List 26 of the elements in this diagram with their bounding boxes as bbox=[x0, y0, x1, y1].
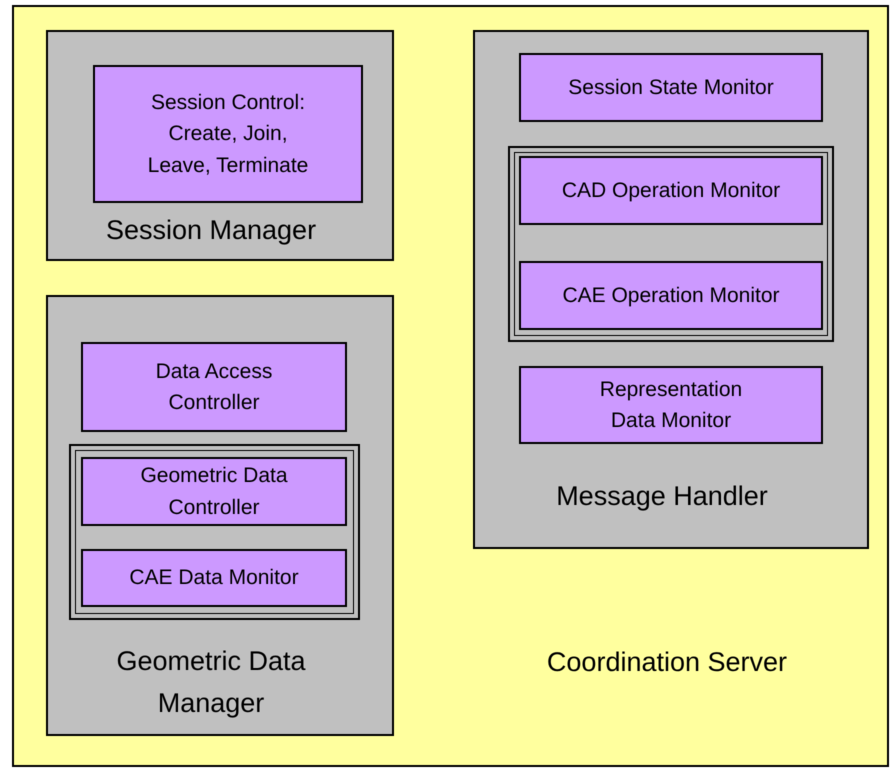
component-box bbox=[81, 457, 347, 526]
group-frame bbox=[69, 444, 360, 620]
module-title: Geometric Data Manager bbox=[115, 645, 307, 720]
component-box bbox=[93, 65, 363, 203]
component-label: Session Control: Create, Join, Leave, Terminate bbox=[146, 90, 310, 179]
component-label: Geometric Data Controller bbox=[139, 463, 289, 520]
component-label: Session State Monitor bbox=[568, 74, 774, 101]
module-panel bbox=[46, 30, 394, 261]
module-panel bbox=[46, 295, 394, 736]
component-label: Representation Data Monitor bbox=[598, 376, 744, 434]
component-label: CAD Operation Monitor bbox=[562, 178, 780, 204]
module-title: Coordination Server bbox=[546, 646, 788, 679]
group-frame bbox=[508, 146, 834, 342]
component-box bbox=[519, 261, 823, 330]
module-title: Session Manager bbox=[104, 214, 318, 247]
component-label: CAE Data Monitor bbox=[129, 565, 299, 592]
component-box bbox=[519, 366, 823, 444]
component-box bbox=[81, 342, 347, 432]
component-box bbox=[519, 156, 823, 225]
module-title: Message Handler bbox=[555, 480, 769, 513]
server-panel bbox=[12, 5, 889, 767]
component-label: CAE Operation Monitor bbox=[562, 282, 780, 309]
module-panel bbox=[473, 30, 869, 549]
component-box bbox=[519, 53, 823, 122]
component-label: Data Access Controller bbox=[154, 358, 274, 416]
component-box bbox=[81, 549, 347, 607]
